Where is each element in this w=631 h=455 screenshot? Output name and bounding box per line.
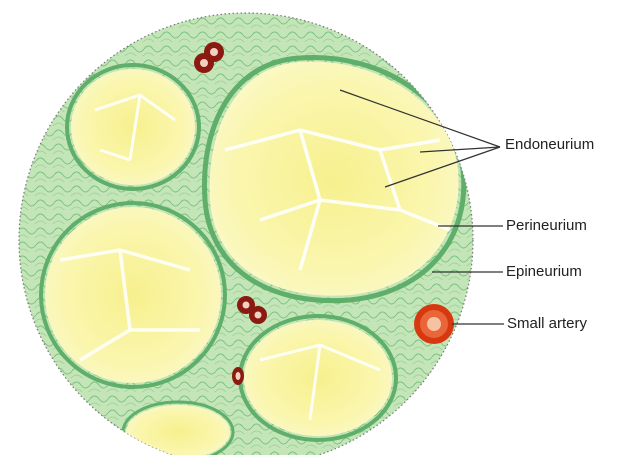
endoneurium-label: Endoneurium bbox=[505, 137, 594, 152]
epineurium-label: Epineurium bbox=[506, 264, 582, 279]
vessel-small bbox=[232, 367, 244, 385]
small-artery-label: Small artery bbox=[507, 316, 587, 331]
fascicle-bottom-right bbox=[240, 316, 396, 440]
fascicle-left bbox=[41, 203, 225, 387]
perineurium-label: Perineurium bbox=[506, 218, 587, 233]
small-artery bbox=[414, 304, 454, 344]
fascicle-top-left bbox=[67, 65, 199, 189]
fascicle-bottom bbox=[123, 402, 233, 455]
